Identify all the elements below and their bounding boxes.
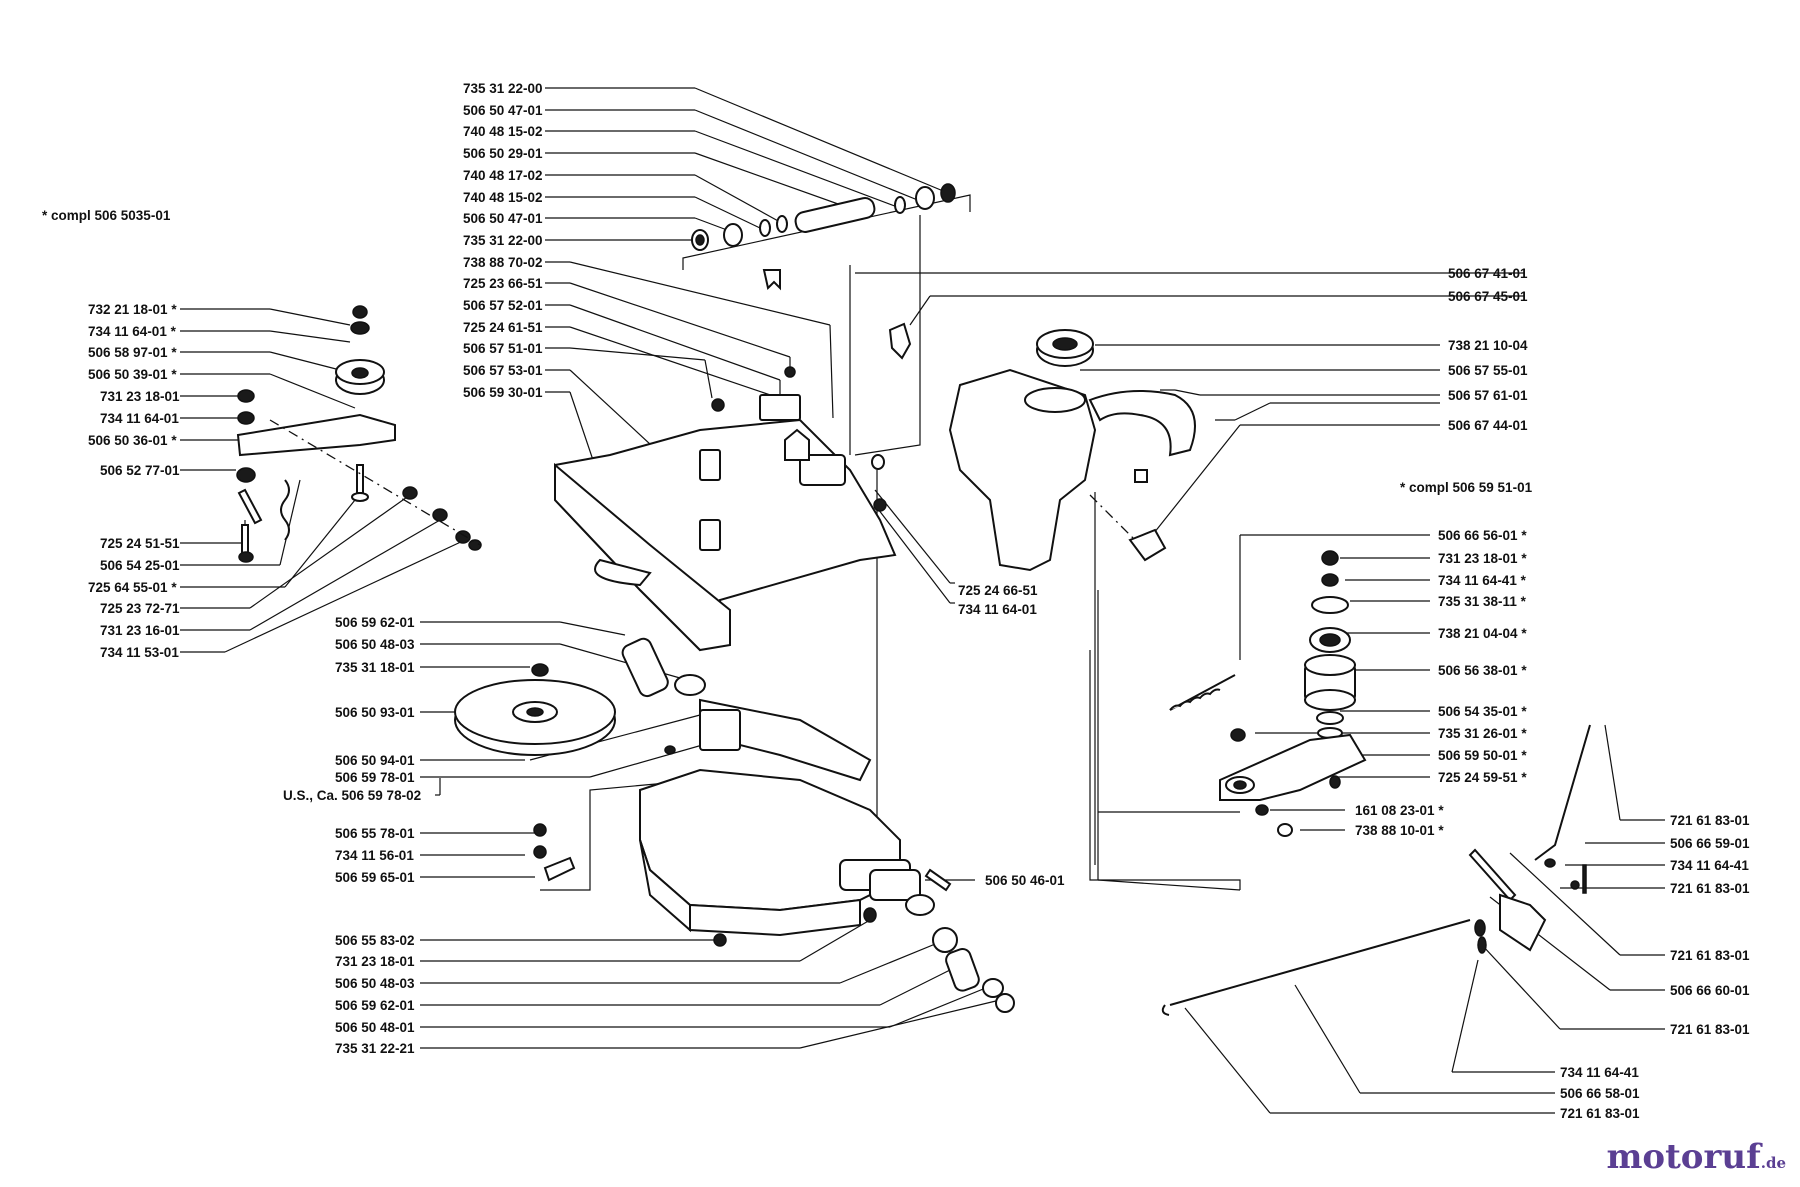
part-label: 506 55 83-02 xyxy=(335,933,415,948)
part-label: 735 31 22-00 xyxy=(463,233,543,248)
part-label: 506 59 62-01 xyxy=(335,998,415,1013)
part-label: 506 50 93-01 xyxy=(335,705,415,720)
part-label: 506 55 78-01 xyxy=(335,826,415,841)
part-label: 506 66 58-01 xyxy=(1560,1086,1640,1101)
part-label: 506 50 47-01 xyxy=(463,103,543,118)
part-label: 734 11 64-41 xyxy=(1560,1065,1639,1080)
part-label: 740 48 15-02 xyxy=(463,190,543,205)
part-label: 506 50 29-01 xyxy=(463,146,543,161)
part-label: 721 61 83-01 xyxy=(1670,948,1750,963)
part-label: 506 50 48-01 xyxy=(335,1020,415,1035)
part-label: 506 50 48-03 xyxy=(335,976,415,991)
part-label: 735 31 22-21 xyxy=(335,1041,415,1056)
leader-lines xyxy=(180,87,1665,1114)
part-label: 734 11 64-01 xyxy=(100,411,179,426)
part-label: 735 31 38-11 * xyxy=(1438,594,1527,609)
part-label: 506 50 94-01 xyxy=(335,753,415,768)
part-label: 734 11 64-01 xyxy=(958,602,1037,617)
part-label: 506 66 60-01 xyxy=(1670,983,1750,998)
part-label: 725 24 51-51 xyxy=(100,536,180,551)
part-label: 738 21 04-04 * xyxy=(1438,626,1527,641)
part-label: 506 50 39-01 * xyxy=(88,367,177,382)
part-label: 506 59 62-01 xyxy=(335,615,415,630)
part-label: 506 57 55-01 xyxy=(1448,363,1528,378)
part-label: 506 50 48-03 xyxy=(335,637,415,652)
part-drawings xyxy=(236,183,1591,1016)
part-label: 731 23 18-01 xyxy=(100,389,180,404)
part-labels: 735 31 22-00 506 50 47-01 740 48 15-02 5… xyxy=(88,81,1750,1121)
part-label: 738 88 10-01 * xyxy=(1355,823,1444,838)
part-label: 506 66 59-01 xyxy=(1670,836,1750,851)
part-label: 731 23 18-01 xyxy=(335,954,415,969)
note-compl-right: * compl 506 59 51-01 xyxy=(1400,480,1533,495)
part-label: 721 61 83-01 xyxy=(1670,813,1750,828)
part-label: 725 24 61-51 xyxy=(463,320,543,335)
part-label: 506 67 44-01 xyxy=(1448,418,1528,433)
part-label: 734 11 56-01 xyxy=(335,848,414,863)
part-label: 732 21 18-01 * xyxy=(88,302,177,317)
part-label: 725 24 66-51 xyxy=(958,583,1038,598)
part-label: 506 59 50-01 * xyxy=(1438,748,1527,763)
watermark-brand: motoruf xyxy=(1606,1137,1761,1177)
part-label: 506 67 41-01 xyxy=(1448,266,1528,281)
part-label: 506 54 25-01 xyxy=(100,558,180,573)
part-label: 506 56 38-01 * xyxy=(1438,663,1527,678)
part-label: 738 21 10-04 xyxy=(1448,338,1528,353)
part-label: 740 48 15-02 xyxy=(463,124,543,139)
part-label: 735 31 18-01 xyxy=(335,660,415,675)
watermark-tld: .de xyxy=(1760,1154,1786,1172)
part-label: 731 23 16-01 xyxy=(100,623,180,638)
part-label: 506 59 78-01 xyxy=(335,770,415,785)
part-label: 725 23 72-71 xyxy=(100,601,180,616)
note-compl-left: * compl 506 5035-01 xyxy=(42,208,171,223)
part-label: 725 64 55-01 * xyxy=(88,580,177,595)
part-label: 731 23 18-01 * xyxy=(1438,551,1527,566)
part-label: 721 61 83-01 xyxy=(1560,1106,1640,1121)
part-label: 506 50 47-01 xyxy=(463,211,543,226)
part-label: 734 11 64-41 xyxy=(1670,858,1749,873)
part-label: 506 67 45-01 xyxy=(1448,289,1528,304)
part-label: 740 48 17-02 xyxy=(463,168,543,183)
watermark-logo: motoruf.de xyxy=(1606,1137,1786,1177)
part-label: 506 50 36-01 * xyxy=(88,433,177,448)
part-label: 506 54 35-01 * xyxy=(1438,704,1527,719)
part-label: 734 11 53-01 xyxy=(100,645,179,660)
part-label: 506 58 97-01 * xyxy=(88,345,177,360)
part-label: 734 11 64-41 * xyxy=(1438,573,1527,588)
part-label: 735 31 26-01 * xyxy=(1438,726,1527,741)
part-label: 725 23 66-51 xyxy=(463,276,543,291)
part-label: 506 50 46-01 xyxy=(985,873,1065,888)
part-label: 721 61 83-01 xyxy=(1670,1022,1750,1037)
part-label: 721 61 83-01 xyxy=(1670,881,1750,896)
part-label: 735 31 22-00 xyxy=(463,81,543,96)
part-label: U.S., Ca. 506 59 78-02 xyxy=(283,788,421,803)
part-label: 506 59 30-01 xyxy=(463,385,543,400)
part-label: 506 57 53-01 xyxy=(463,363,543,378)
part-label: 738 88 70-02 xyxy=(463,255,543,270)
part-label: 506 52 77-01 xyxy=(100,463,180,478)
part-label: 506 59 65-01 xyxy=(335,870,415,885)
part-label: 161 08 23-01 * xyxy=(1355,803,1444,818)
part-label: 734 11 64-01 * xyxy=(88,324,177,339)
part-label: 506 57 61-01 xyxy=(1448,388,1528,403)
part-label: 506 66 56-01 * xyxy=(1438,528,1527,543)
part-label: 506 57 51-01 xyxy=(463,341,543,356)
part-label: 725 24 59-51 * xyxy=(1438,770,1527,785)
part-label: 506 57 52-01 xyxy=(463,298,543,313)
